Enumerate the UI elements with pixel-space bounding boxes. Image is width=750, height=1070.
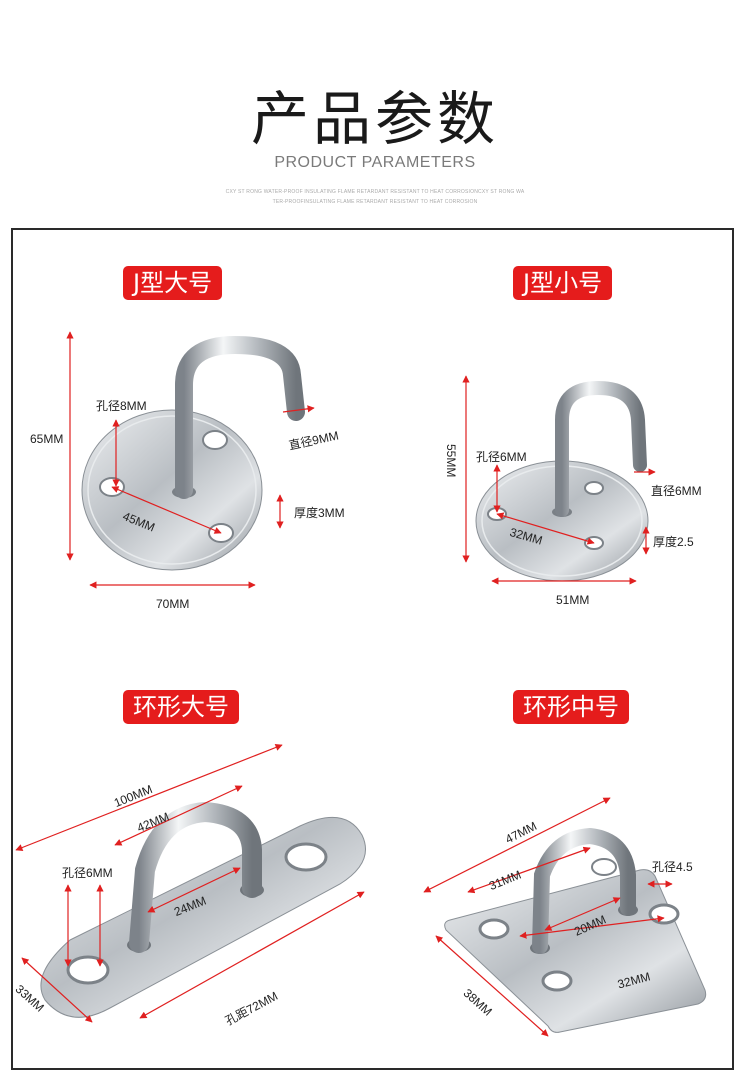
j-large-thickness-label: 厚度3MM: [294, 506, 345, 520]
badge-j-small: J型小号: [513, 266, 613, 300]
j-large-dimension-lines: [66, 331, 315, 589]
j-large-hole-label: 孔径8MM: [96, 399, 147, 413]
j-large-width-label: 70MM: [156, 597, 190, 611]
j-small-dimension-lines: [462, 375, 656, 585]
j-small-hole-label: 孔径6MM: [476, 450, 527, 464]
badge-ring-medium: 环形中号: [513, 690, 629, 724]
j-large-hook-image: [81, 335, 305, 571]
page-header: 产品参数 PRODUCT PARAMETERS CXY ST RONG WATE…: [0, 0, 750, 228]
tagline-line-1: CXY ST RONG WATER-PROOF INSULATING FLAME…: [225, 189, 525, 195]
ring-medium-hole-label: 孔径4.5: [652, 860, 693, 874]
j-small-thickness-label: 厚度2.5: [653, 535, 694, 549]
j-small-hook-image: [475, 380, 649, 582]
ring-large-hook-image: [40, 801, 366, 1018]
page-subtitle: PRODUCT PARAMETERS: [274, 154, 476, 171]
ring-medium-dimension-lines: [423, 797, 673, 1037]
j-small-width-label: 51MM: [556, 593, 590, 607]
badge-ring-large: 环形大号: [123, 690, 239, 724]
page-title: 产品参数: [250, 85, 499, 153]
j-small-diameter-label: 直径6MM: [651, 484, 702, 498]
tagline-line-2: TER-PROOFINSULATING FLAME RETARDANT RESI…: [272, 199, 478, 205]
ring-large-hole-label: 孔径6MM: [62, 866, 113, 880]
badge-j-large: J型大号: [123, 266, 223, 300]
ring-large-dimension-lines: [15, 744, 365, 1023]
j-small-height-label: 55MM: [444, 444, 458, 478]
j-large-height-label: 65MM: [30, 432, 64, 446]
